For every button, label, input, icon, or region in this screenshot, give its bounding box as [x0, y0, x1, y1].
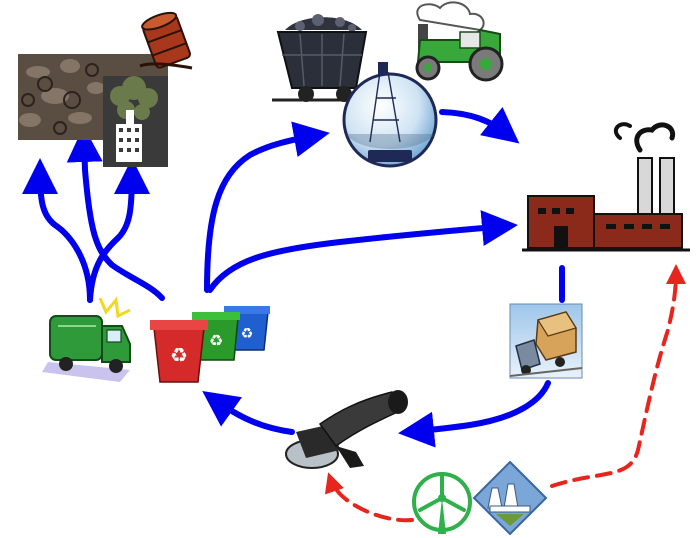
flow-arrow-bins-to-factory[interactable]: [207, 210, 518, 293]
flow-arrow-oil-to-factory[interactable]: [439, 106, 520, 144]
red-recycling-bin: ♻: [150, 320, 208, 383]
factory-icon: [522, 122, 690, 252]
coal-mine-cart-icon: [272, 14, 376, 102]
garbage-truck-icon: [42, 296, 131, 382]
energy-arrow-to-grinder[interactable]: [324, 472, 414, 523]
flow-arrow-grinder-to-bins[interactable]: [202, 391, 295, 435]
flow-arrow-truck-to-grinder[interactable]: [398, 380, 551, 448]
svg-text:♻: ♻: [241, 326, 254, 342]
energy-arrow-to-factory[interactable]: [550, 264, 686, 488]
flow-arrow-truck-to-landfill[interactable]: [22, 158, 93, 303]
polluting-factory-smoke-icon: [103, 76, 168, 167]
flow-arrow-bins-to-landfill[interactable]: [66, 126, 165, 301]
svg-text:♻: ♻: [170, 343, 188, 367]
flow-arrows: [22, 106, 565, 448]
delivery-truck-icon: [509, 303, 583, 379]
angle-grinder-tool-icon: [285, 390, 408, 469]
flow-arrow-truck-to-incinerator[interactable]: [87, 158, 150, 303]
power-plant-icon: [472, 460, 548, 536]
svg-text:♻: ♻: [209, 331, 223, 350]
recycling-bins-icon: ♻ ♻ ♻: [150, 304, 270, 388]
green-tractor-icon: [415, 1, 504, 82]
flow-arrow-bins-to-coal[interactable]: [204, 121, 330, 293]
wind-turbine-icon: [412, 472, 472, 534]
rusty-oil-barrel-icon: [139, 11, 193, 70]
energy-flow-arrows: [324, 264, 686, 523]
oil-rig-globe-icon: [342, 62, 438, 168]
